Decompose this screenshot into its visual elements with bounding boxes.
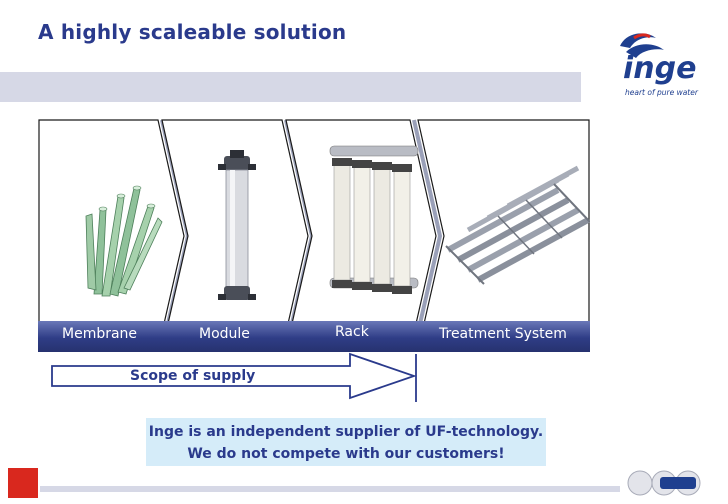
statement-box: Inge is an independent supplier of UF-te… [146, 418, 546, 466]
logo-tagline: heart of pure water [625, 88, 698, 97]
module-rack-icon [329, 145, 419, 294]
scope-of-supply-label: Scope of supply [130, 368, 256, 384]
stage-label-treatment-system: Treatment System [439, 326, 567, 342]
membrane-module-icon [218, 150, 256, 300]
statement-line-1: Inge is an independent supplier of UF-te… [148, 424, 544, 440]
footer-red-square [8, 468, 38, 498]
title-band [0, 72, 581, 102]
logo-wordmark: inge [623, 51, 697, 86]
stage-label-membrane: Membrane [62, 326, 138, 342]
scope-of-supply-arrow-icon [51, 352, 417, 402]
footer-logo-icon [627, 470, 701, 496]
stage-label-bar [38, 321, 590, 352]
stage-label-rack: Rack [335, 324, 369, 340]
stage-panels [38, 119, 590, 351]
footer-rule [40, 486, 620, 492]
inge-logo-mark-icon [620, 33, 664, 58]
statement-line-2: We do not compete with our customers! [187, 446, 505, 462]
treatment-system-icon [445, 165, 590, 285]
membrane-fibers-icon [85, 185, 163, 297]
stage-label-module: Module [199, 326, 250, 342]
stage-area [38, 118, 590, 352]
slide-title: A highly scaleable solution [38, 20, 347, 44]
